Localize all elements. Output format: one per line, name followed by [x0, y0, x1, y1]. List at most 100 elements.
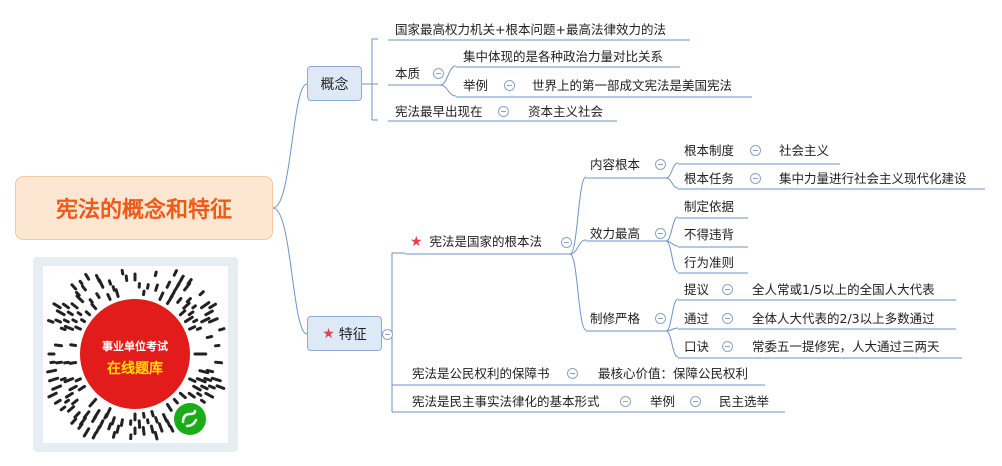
feature-rights[interactable]: 宪法是公民权利的保障书 [412, 366, 550, 381]
feature-effect[interactable]: 效力最高 [590, 226, 641, 241]
qr-dash [91, 415, 98, 423]
feature-effect-item-2[interactable]: 不得违背 [684, 227, 735, 242]
qr-dash [150, 410, 155, 418]
feature-rights-value[interactable]: 最核心价值：保障公民权利 [598, 366, 749, 381]
qr-dash [73, 411, 81, 419]
qr-dash [95, 292, 101, 299]
collapse-icon[interactable] [655, 228, 666, 239]
qr-dash [149, 424, 155, 434]
feature-mnemonic[interactable]: 口诀 [684, 339, 710, 354]
concept-item-definition[interactable]: 国家最高权力机关+根本问题+最高法律效力的法 [395, 22, 666, 37]
qr-dash [61, 302, 71, 310]
qr-dash [199, 398, 206, 404]
qr-dash [208, 302, 218, 310]
feature-pass-value[interactable]: 全体人大代表的2/3以上多数通过 [752, 311, 935, 326]
concept-example-text[interactable]: 世界上的第一部成文宪法是美国宪法 [532, 78, 733, 93]
qr-dash [59, 326, 67, 332]
qr-dash [59, 376, 67, 382]
qr-dash [80, 284, 87, 292]
qr-dash [76, 311, 83, 317]
qr-dash [119, 418, 124, 427]
qr-dash [142, 289, 146, 297]
feature-basic-system-value[interactable]: 社会主义 [779, 143, 830, 158]
collapse-icon[interactable] [722, 313, 733, 324]
root-topic[interactable]: 宪法的概念和特征 [15, 176, 273, 240]
feature-content[interactable]: 内容根本 [590, 157, 641, 172]
qr-code-card: 事业单位考试 在线题库 [33, 257, 238, 452]
feature-basic-task[interactable]: 根本任务 [684, 171, 735, 186]
qr-dash [111, 285, 116, 292]
qr-dash [88, 397, 98, 408]
qr-dash [59, 405, 67, 412]
qr-dash [165, 402, 173, 412]
feature-strict[interactable]: 制修严格 [590, 311, 641, 326]
concept-example[interactable]: 举例 [463, 78, 489, 93]
qr-dash [106, 293, 112, 301]
qr-dash [64, 398, 71, 404]
qr-dash [205, 368, 215, 374]
feature-democracy-example[interactable]: 举例 [650, 394, 676, 409]
collapse-icon[interactable] [561, 237, 572, 248]
qr-dash [70, 417, 78, 425]
collapse-icon[interactable] [722, 341, 733, 352]
collapse-icon[interactable] [655, 159, 666, 170]
qr-dash [47, 319, 55, 324]
feature-basic-task-value[interactable]: 集中力量进行社会主义现代化建设 [779, 171, 967, 186]
feature-propose-value[interactable]: 全人常或1/5以上的全国人大代表 [752, 282, 935, 297]
qr-dash [53, 343, 63, 348]
qr-dash [153, 430, 159, 441]
qr-dash [141, 426, 146, 436]
qr-dash [210, 376, 222, 383]
qr-dash [182, 301, 191, 310]
qr-dash [90, 302, 98, 311]
qr-dash [95, 274, 101, 283]
collapse-icon[interactable] [690, 396, 701, 407]
collapse-icon[interactable] [504, 80, 515, 91]
qr-dash [46, 368, 58, 374]
qr-dash [146, 418, 150, 425]
collapse-icon[interactable] [722, 284, 733, 295]
qr-dash [75, 294, 85, 304]
qr-dash [172, 269, 178, 277]
feature-propose[interactable]: 提议 [684, 282, 710, 297]
collapse-icon[interactable] [567, 368, 578, 379]
collapse-icon[interactable] [750, 145, 761, 156]
feature-effect-item-3[interactable]: 行为准则 [684, 255, 735, 270]
collapse-icon[interactable] [498, 106, 509, 117]
qr-dash [80, 318, 87, 324]
qr-dash [82, 427, 91, 438]
qr-dash [169, 425, 175, 433]
qr-dash [214, 360, 224, 365]
qr-dash [115, 424, 121, 434]
feature-democracy-value[interactable]: 民主选举 [719, 394, 770, 409]
qr-dash [146, 283, 150, 290]
qr-dash [203, 376, 213, 383]
concept-essence-relation[interactable]: 集中体现的是各种政治力量对比关系 [463, 49, 664, 64]
qr-dash [188, 325, 197, 331]
qr-dash [66, 310, 74, 317]
collapse-icon[interactable] [433, 68, 444, 79]
feature-fundamental[interactable]: ★ 宪法是国家的根本法 [410, 234, 542, 250]
collapse-icon[interactable] [382, 329, 393, 340]
qr-dash [153, 270, 158, 278]
qr-dash [183, 315, 194, 324]
collapse-icon[interactable] [655, 313, 666, 324]
concept-node[interactable]: 概念 [307, 66, 362, 101]
qr-dash [74, 377, 82, 383]
qr-dash [176, 297, 183, 304]
feature-effect-item-1[interactable]: 制定依据 [684, 199, 735, 214]
collapse-icon[interactable] [620, 396, 631, 407]
collapse-icon[interactable] [750, 173, 761, 184]
qr-dash [198, 290, 205, 297]
concept-earliest-text[interactable]: 资本主义社会 [528, 104, 604, 119]
qr-dash [70, 302, 79, 310]
qr-dash [178, 309, 187, 317]
feature-pass[interactable]: 通过 [684, 311, 710, 326]
concept-earliest[interactable]: 宪法最早出现在 [395, 104, 483, 119]
concept-essence[interactable]: 本质 [395, 66, 421, 81]
feature-basic-system[interactable]: 根本制度 [684, 143, 735, 158]
feature-democracy[interactable]: 宪法是民主事实法律化的基本形式 [412, 394, 600, 409]
feature-mnemonic-value[interactable]: 常委五一提修宪，人大通过三两天 [752, 339, 940, 354]
feature-node[interactable]: ★ 特征 [307, 316, 382, 351]
